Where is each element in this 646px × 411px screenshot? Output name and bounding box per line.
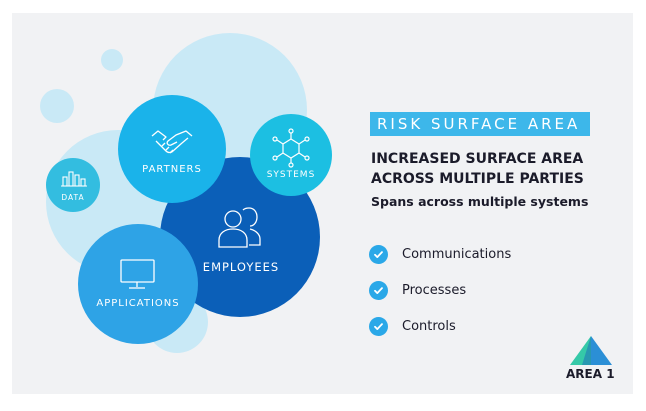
check-icon — [369, 244, 388, 264]
background-bubble — [101, 49, 123, 71]
partners-label: PARTNERS — [142, 164, 202, 175]
headline: INCREASED SURFACE AREA ACROSS MULTIPLE P… — [371, 149, 611, 189]
checklist-item-label: Processes — [402, 282, 467, 298]
systems-circle: SYSTEMS — [250, 114, 332, 196]
monitor-icon — [120, 259, 155, 289]
checklist: Communications Processes Controls — [369, 236, 511, 344]
employees-circle: EMPLOYEES — [160, 157, 320, 317]
bar-chart-icon — [61, 171, 87, 187]
background-bubble — [40, 89, 74, 123]
data-circle: DATA — [46, 158, 100, 212]
check-icon — [369, 280, 388, 300]
check-icon — [369, 316, 388, 336]
network-icon — [272, 128, 310, 168]
checklist-item-label: Controls — [402, 318, 456, 334]
risk-surface-area-tag: RISK SURFACE AREA — [370, 112, 591, 136]
applications-label: APPLICATIONS — [96, 298, 179, 309]
checklist-item: Processes — [369, 272, 511, 308]
people-icon — [218, 207, 261, 248]
checklist-item: Communications — [369, 236, 511, 272]
handshake-icon — [151, 130, 193, 154]
subhead: Spans across multiple systems — [371, 194, 589, 209]
headline-line-2: ACROSS MULTIPLE PARTIES — [371, 171, 584, 187]
employees-label: EMPLOYEES — [203, 260, 279, 274]
applications-circle: APPLICATIONS — [78, 224, 198, 344]
headline-line-1: INCREASED SURFACE AREA — [371, 151, 584, 167]
data-label: DATA — [61, 193, 84, 202]
brand-name: AREA 1 — [566, 367, 615, 381]
partners-circle: PARTNERS — [118, 95, 226, 203]
systems-label: SYSTEMS — [267, 170, 316, 180]
checklist-item: Controls — [369, 308, 511, 344]
triangle-logo-icon — [570, 336, 612, 365]
checklist-item-label: Communications — [402, 246, 512, 262]
